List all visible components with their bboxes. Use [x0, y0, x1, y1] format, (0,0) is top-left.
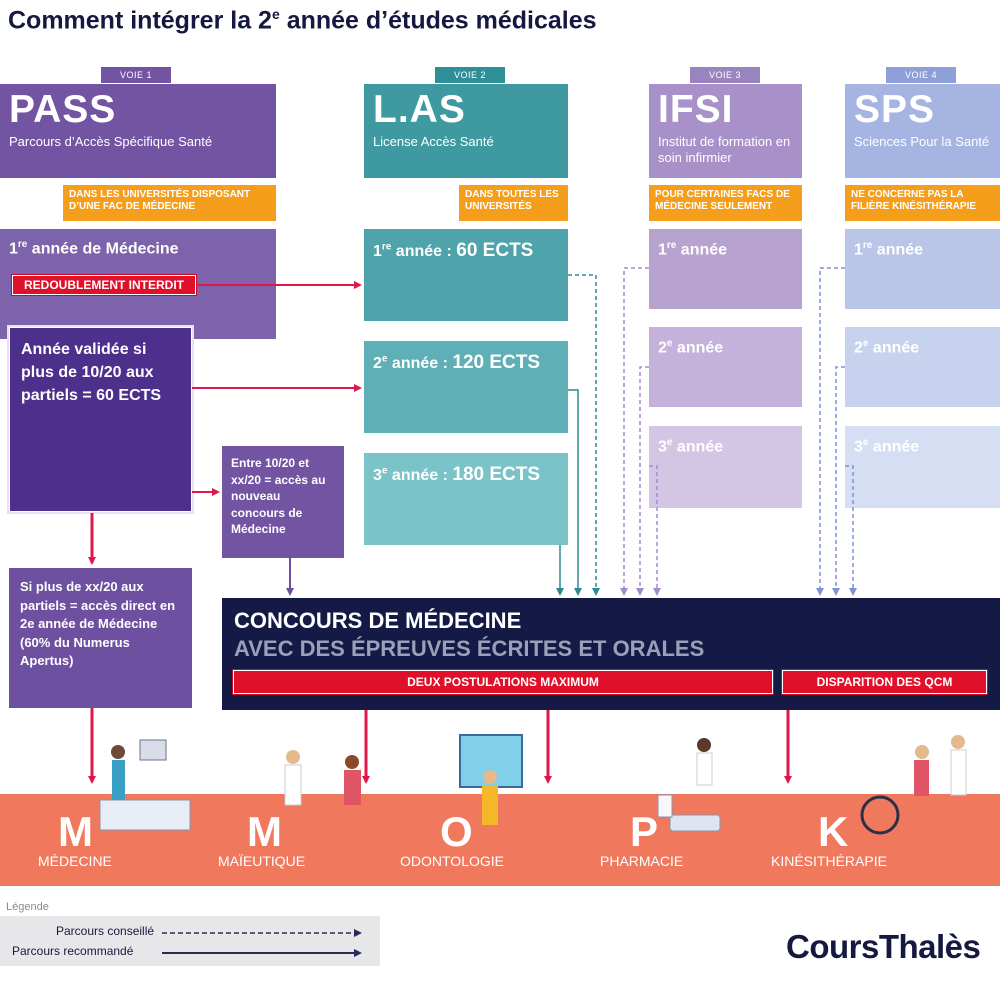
ifsi-title: IFSI	[658, 88, 734, 131]
odontologie-label: ODONTOLOGIE	[400, 853, 504, 869]
brand-logo: CoursThalès	[786, 928, 981, 965]
sps-note: NE CONCERNE PAS LA FILIÈRE KINÉSITHÉRAPI…	[845, 185, 1000, 221]
maieutique-illustration	[284, 750, 361, 806]
medecine-label: MÉDECINE	[38, 853, 112, 869]
pharmacie-label: PHARMACIE	[600, 853, 684, 869]
ifsi-year1-box: 1re année	[649, 229, 802, 309]
voie4-tag: VOIE 4	[886, 67, 956, 83]
concours-box: CONCOURS DE MÉDECINE AVEC DES ÉPREUVES É…	[222, 598, 1000, 710]
ifsi-note: POUR CERTAINES FACS DE MÉDECINE SEULEMEN…	[649, 185, 802, 221]
concours-title: CONCOURS DE MÉDECINE	[234, 608, 522, 633]
kinesitherapie-letter: K	[818, 808, 849, 855]
validated-box: Année validée si plus de 10/20 aux parti…	[9, 327, 192, 512]
redoublement-tag: REDOUBLEMENT INTERDIT	[12, 275, 196, 295]
las-header: L.AS License Accès Santé	[364, 84, 568, 178]
las-title: L.AS	[373, 88, 466, 131]
odontologie-letter: O	[440, 808, 473, 855]
postulations-tag: DEUX POSTULATIONS MAXIMUM	[233, 670, 773, 694]
pass-subtitle: Parcours d’Accès Spécifique Santé	[9, 134, 213, 149]
legend-conseille-label: Parcours conseillé	[56, 924, 155, 938]
las-year2-box: 2e année : 120 ECTS	[364, 341, 568, 433]
legend-recommande-label: Parcours recommandé	[12, 944, 134, 958]
kinesitherapie-label: KINÉSITHÉRAPIE	[771, 853, 887, 869]
pharmacie-illustration	[657, 738, 721, 832]
las-note: DANS TOUTES LES UNIVERSITÉS	[459, 185, 568, 221]
medecine-illustration	[99, 739, 191, 831]
pharmacie-letter: P	[630, 808, 659, 855]
las-subtitle: License Accès Santé	[373, 134, 494, 149]
pass-title: PASS	[9, 88, 117, 131]
qcm-tag: DISPARITION DES QCM	[782, 670, 987, 694]
ifsi-year3-box: 3e année	[649, 426, 802, 508]
sps-header: SPS Sciences Pour la Santé	[845, 84, 1000, 178]
ifsi-year2-box: 2e année	[649, 327, 802, 407]
voie3-tag: VOIE 3	[690, 67, 760, 83]
sps-year3-box: 3e année	[845, 426, 1000, 508]
sps-title: SPS	[854, 88, 936, 131]
concours-subtitle: AVEC DES ÉPREUVES ÉCRITES ET ORALES	[234, 636, 705, 661]
maieutique-label: MAÏEUTIQUE	[218, 853, 306, 869]
las-year1-box: 1re année : 60 ECTS	[364, 229, 568, 321]
sps-subtitle: Sciences Pour la Santé	[854, 134, 990, 149]
odontologie-illustration	[459, 734, 523, 825]
kinesitherapie-illustration	[860, 735, 967, 835]
ifsi-subtitle: Institut de formation en soin infirmier	[658, 134, 791, 165]
voie1-tag: VOIE 1	[101, 67, 171, 83]
sps-year2-box: 2e année	[845, 327, 1000, 407]
between-box: Entre 10/20 et xx/20 = accès au nouveau …	[222, 446, 344, 558]
page-title: Comment intégrer la 2e année d’études mé…	[8, 6, 597, 35]
legend-title: Légende	[6, 901, 49, 913]
pass-note: DANS LES UNIVERSITÉS DISPOSANT D’UNE FAC…	[63, 185, 276, 221]
direct-access-box: Si plus de xx/20 aux partiels = accès di…	[9, 568, 192, 708]
ifsi-header: IFSI Institut de formation en soin infir…	[649, 84, 802, 178]
voie2-tag: VOIE 2	[435, 67, 505, 83]
maieutique-letter: M	[247, 808, 282, 855]
pass-header: PASS Parcours d’Accès Spécifique Santé	[0, 84, 276, 178]
medecine-letter: M	[58, 808, 93, 855]
las-year3-box: 3e année : 180 ECTS	[364, 453, 568, 545]
legend-box	[0, 916, 380, 966]
sps-year1-box: 1re année	[845, 229, 1000, 309]
